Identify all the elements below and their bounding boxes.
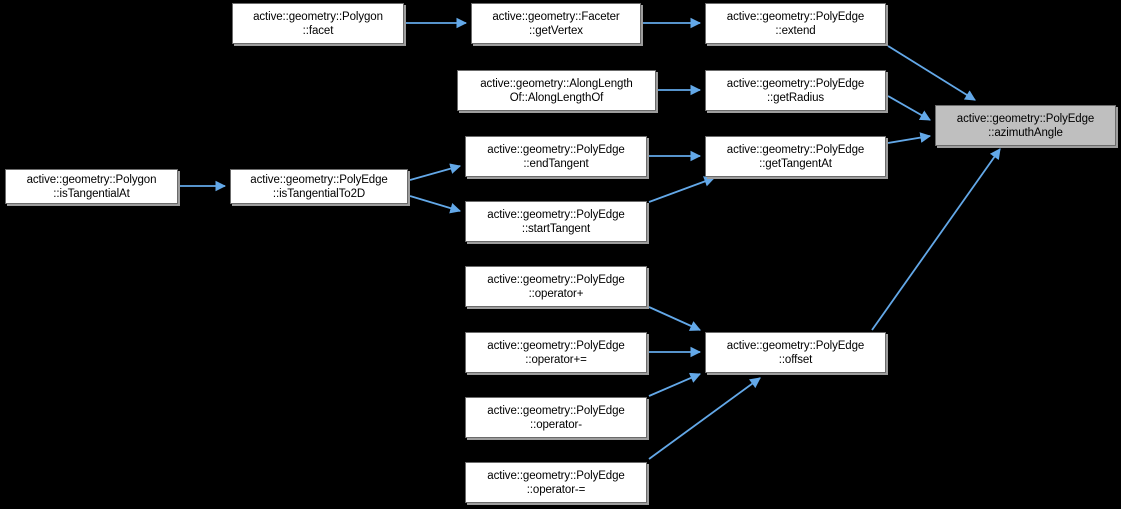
graph-node-polygon-istangentialat[interactable]: active::geometry::Polygon ::isTangential… [5,169,178,204]
graph-node-faceter-getvertex[interactable]: active::geometry::Faceter ::getVertex [471,3,641,44]
graph-edge [648,306,701,331]
graph-edge [648,377,761,460]
graph-node-polyedge-operator-plus-equals[interactable]: active::geometry::PolyEdge ::operator+= [465,332,647,373]
graph-node-polyedge-starttangent[interactable]: active::geometry::PolyEdge ::startTangen… [465,201,647,242]
graph-node-polyedge-endtangent[interactable]: active::geometry::PolyEdge ::endTangent [465,136,647,177]
graph-node-polyedge-azimuthangle[interactable]: active::geometry::PolyEdge ::azimuthAngl… [935,105,1116,146]
graph-node-polygon-facet[interactable]: active::geometry::Polygon ::facet [232,3,404,44]
graph-edge [887,95,931,121]
graph-edge [887,132,932,144]
graph-edge [887,45,976,101]
graph-node-polyedge-operator-minus[interactable]: active::geometry::PolyEdge ::operator- [465,397,647,438]
graph-edge [409,163,462,181]
graph-edge [648,176,716,203]
graph-node-polyedge-getradius[interactable]: active::geometry::PolyEdge ::getRadius [705,70,886,111]
graph-edge [871,148,1001,331]
graph-node-polyedge-extend[interactable]: active::geometry::PolyEdge ::extend [705,3,886,44]
graph-node-polyedge-operator-plus[interactable]: active::geometry::PolyEdge ::operator+ [465,266,647,307]
graph-edge [409,195,462,214]
graph-node-polyedge-offset[interactable]: active::geometry::PolyEdge ::offset [705,332,886,373]
graph-node-polyedge-operator-minus-equals[interactable]: active::geometry::PolyEdge ::operator-= [465,462,647,503]
graph-node-polyedge-istangentialto2d[interactable]: active::geometry::PolyEdge ::isTangentia… [230,169,408,204]
graph-node-alonglengthof-alonglengthof[interactable]: active::geometry::AlongLength Of::AlongL… [457,70,656,111]
graph-node-polyedge-gettangentat[interactable]: active::geometry::PolyEdge ::getTangentA… [705,136,886,177]
graph-edge [648,372,701,397]
